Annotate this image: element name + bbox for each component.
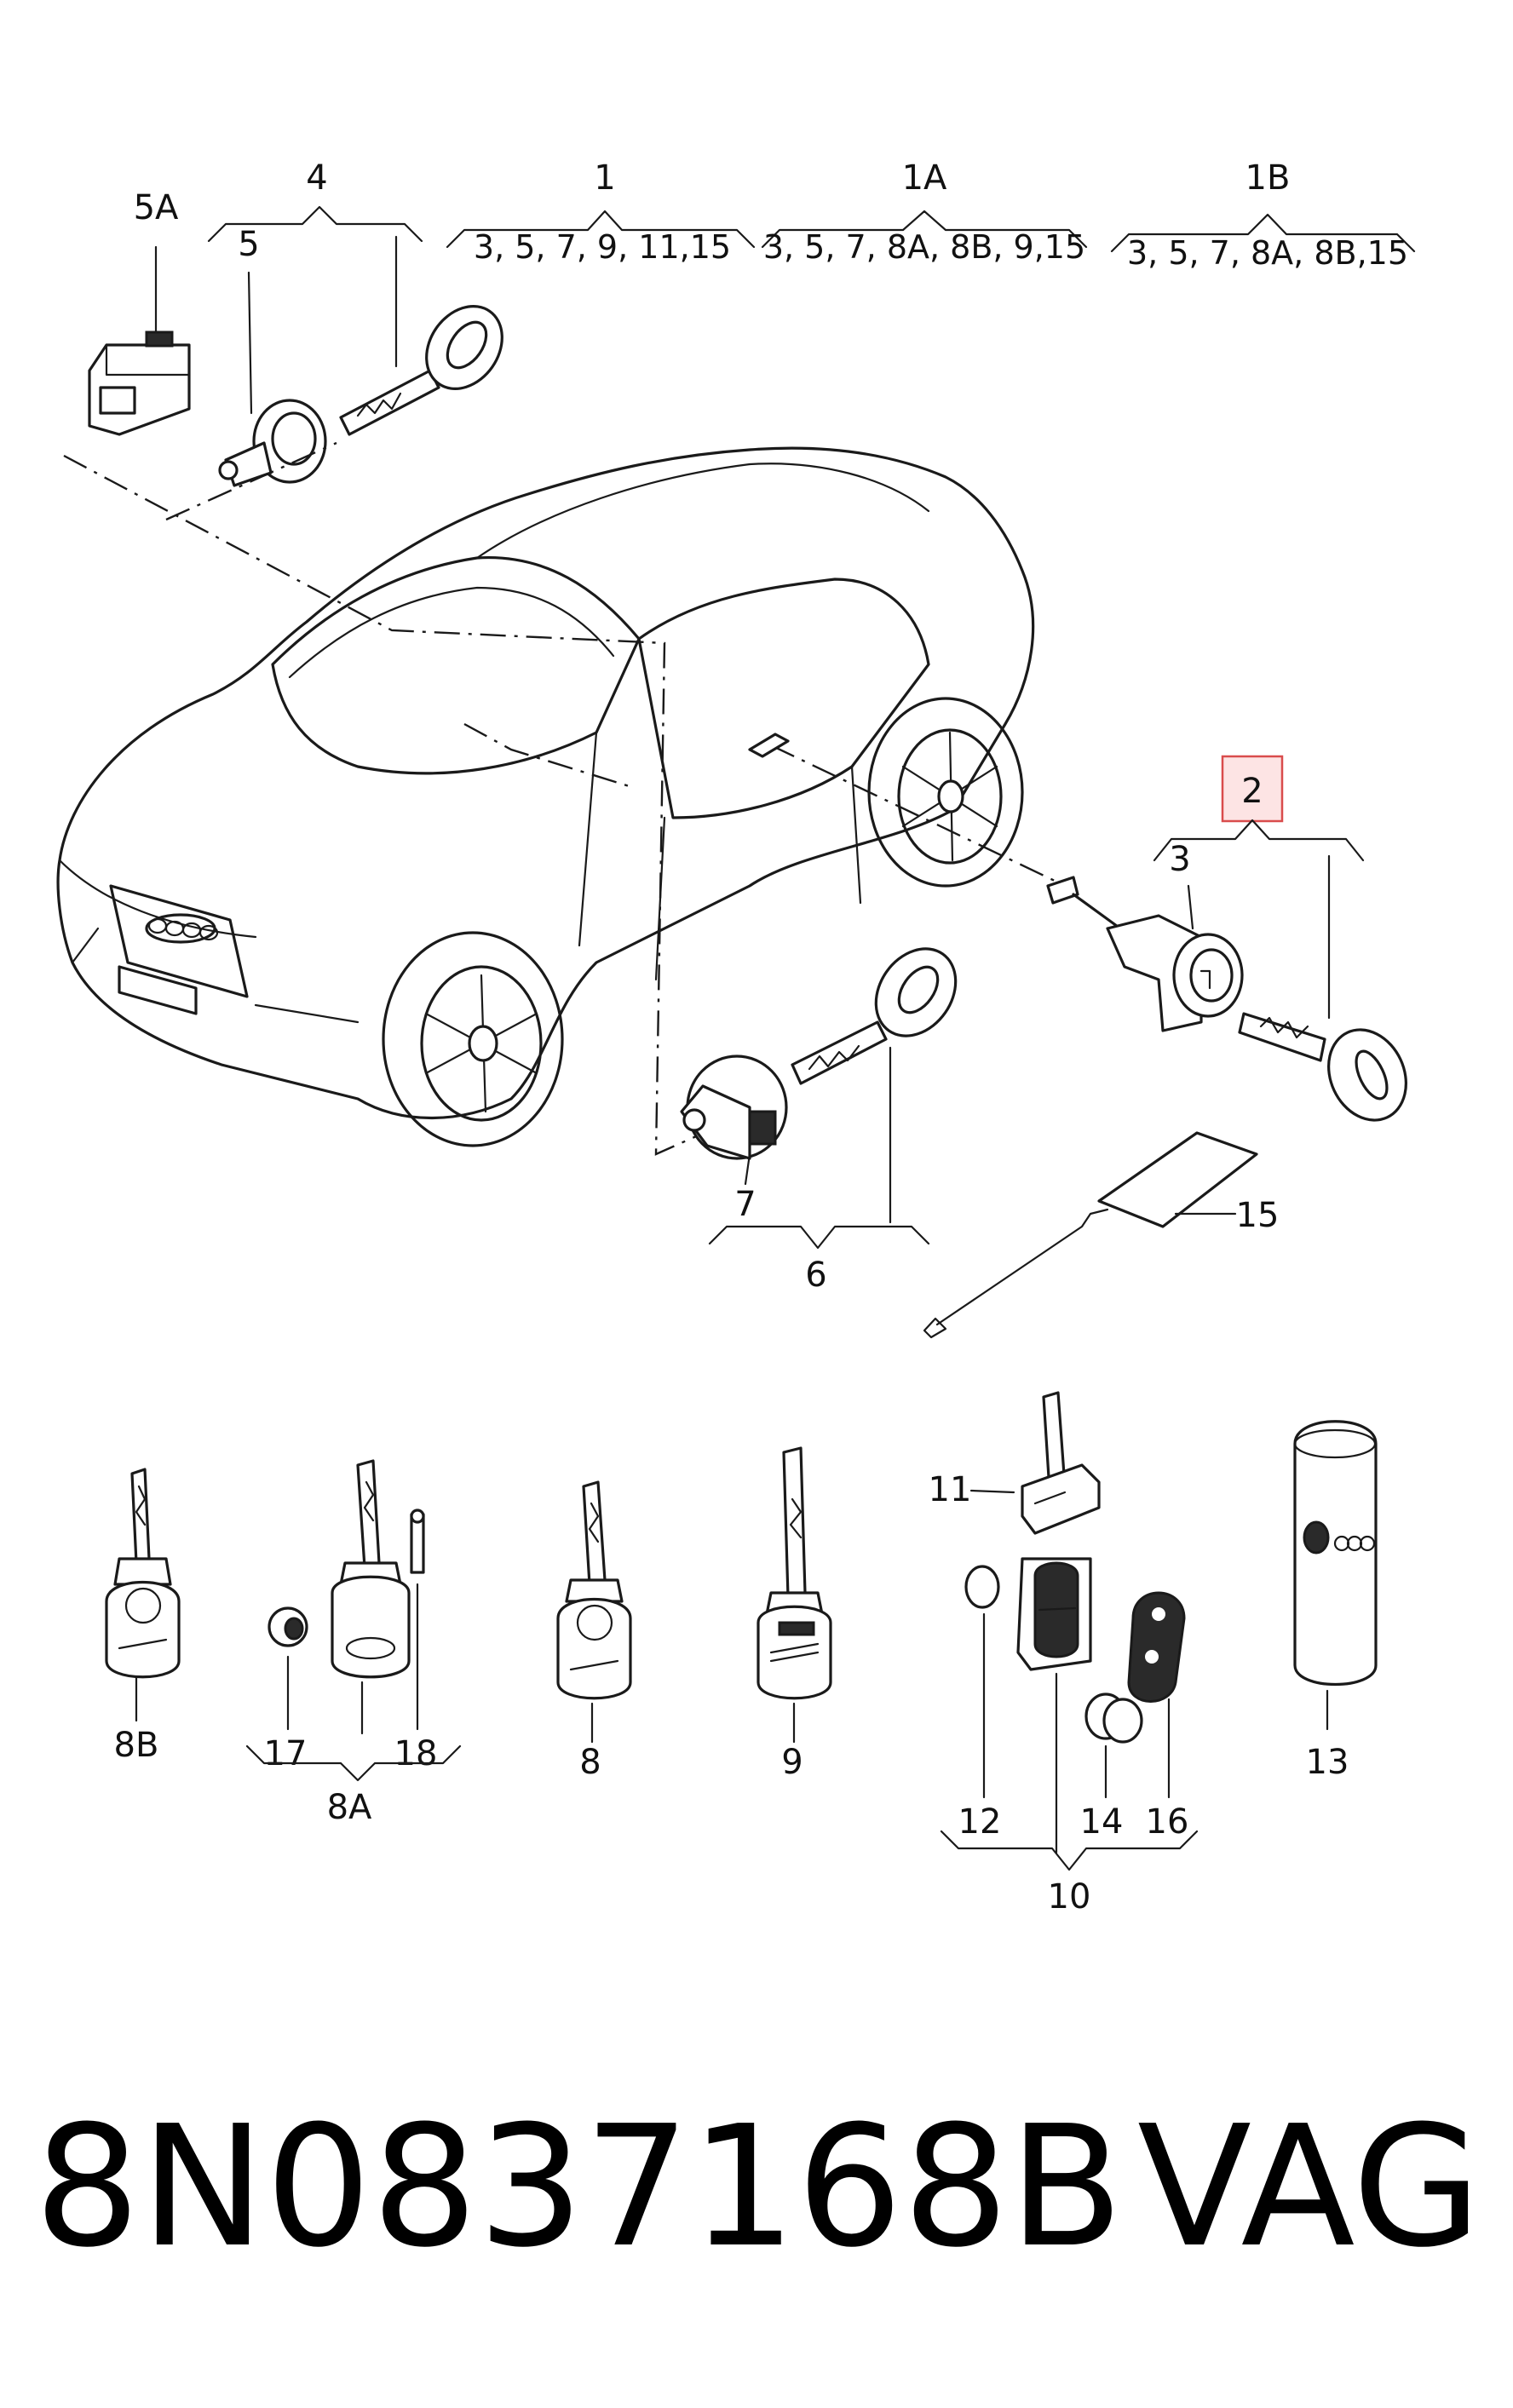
callout-8: 8 — [579, 1743, 601, 1782]
item-key-group-2 — [1238, 854, 1407, 1122]
item-key-group-4 — [339, 235, 503, 436]
callout-14: 14 — [1080, 1802, 1124, 1842]
callout-9: 9 — [781, 1743, 803, 1782]
callout-17: 17 — [264, 1734, 308, 1773]
item-9-key: 9 — [756, 1446, 832, 1782]
group-bracket-6: 6 — [708, 1225, 930, 1295]
callout-1B: 1B — [1245, 158, 1291, 198]
car-illustration — [56, 446, 1035, 1147]
callout-18: 18 — [394, 1734, 438, 1773]
callout-10: 10 — [1048, 1877, 1091, 1917]
leader-line-b — [165, 441, 337, 521]
item-key-group-6 — [791, 947, 958, 1224]
callout-5: 5 — [238, 225, 259, 264]
callout-8B: 8B — [114, 1726, 159, 1765]
leader-line-a — [63, 454, 733, 1156]
brand-text: VAG — [1137, 2090, 1481, 2284]
callout-11: 11 — [929, 1470, 972, 1509]
callout-12: 12 — [958, 1802, 1002, 1842]
item-15-code-tag: 15 — [923, 1131, 1280, 1339]
callout-3: 3 — [1169, 840, 1190, 879]
item-8A-key-set: 17 18 8A — [245, 1459, 462, 1827]
callout-2: 2 — [1241, 772, 1263, 811]
callout-13: 13 — [1306, 1743, 1349, 1782]
group-bracket-1B: 1B 3, 5, 7, 8A, 8B,15 — [1110, 158, 1416, 272]
group-1A-contents: 3, 5, 7, 8A, 8B, 9,15 — [763, 228, 1085, 266]
group-1-contents: 3, 5, 7, 9, 11,15 — [474, 228, 731, 266]
callout-1A: 1A — [902, 158, 947, 198]
item-5A-switch: 5A — [88, 188, 191, 436]
group-bracket-1: 1 3, 5, 7, 9, 11,15 — [446, 158, 756, 266]
callout-4: 4 — [306, 158, 327, 198]
leader-line-d — [463, 722, 636, 790]
callout-6: 6 — [805, 1256, 826, 1295]
item-7-ignition-cylinder: 7 — [680, 1055, 788, 1224]
group-bracket-2: 2 — [1153, 755, 1365, 862]
item-8B-key: 8B — [105, 1468, 181, 1765]
item-13-grease-can: 13 — [1293, 1420, 1378, 1782]
group-1B-contents: 3, 5, 7, 8A, 8B,15 — [1127, 234, 1408, 272]
item-8-key: 8 — [556, 1480, 632, 1782]
callout-5A: 5A — [134, 188, 179, 227]
group-bracket-1A: 1A 3, 5, 7, 8A, 8B, 9,15 — [761, 158, 1088, 266]
item-3-door-lock-cylinder: 3 — [1046, 840, 1244, 1032]
group-bracket-4: 4 — [207, 158, 423, 243]
leader-line-c — [770, 744, 1057, 883]
callout-15: 15 — [1236, 1196, 1280, 1235]
callout-7: 7 — [734, 1185, 756, 1224]
callout-16: 16 — [1146, 1802, 1189, 1842]
item-10-remote-set: 11 12 14 16 10 — [929, 1391, 1199, 1917]
part-number-text: 8N0837168B — [34, 2090, 1124, 2284]
callout-8A: 8A — [327, 1788, 372, 1827]
callout-1: 1 — [594, 158, 615, 198]
item-5-lock-cylinder: 5 — [218, 225, 327, 487]
